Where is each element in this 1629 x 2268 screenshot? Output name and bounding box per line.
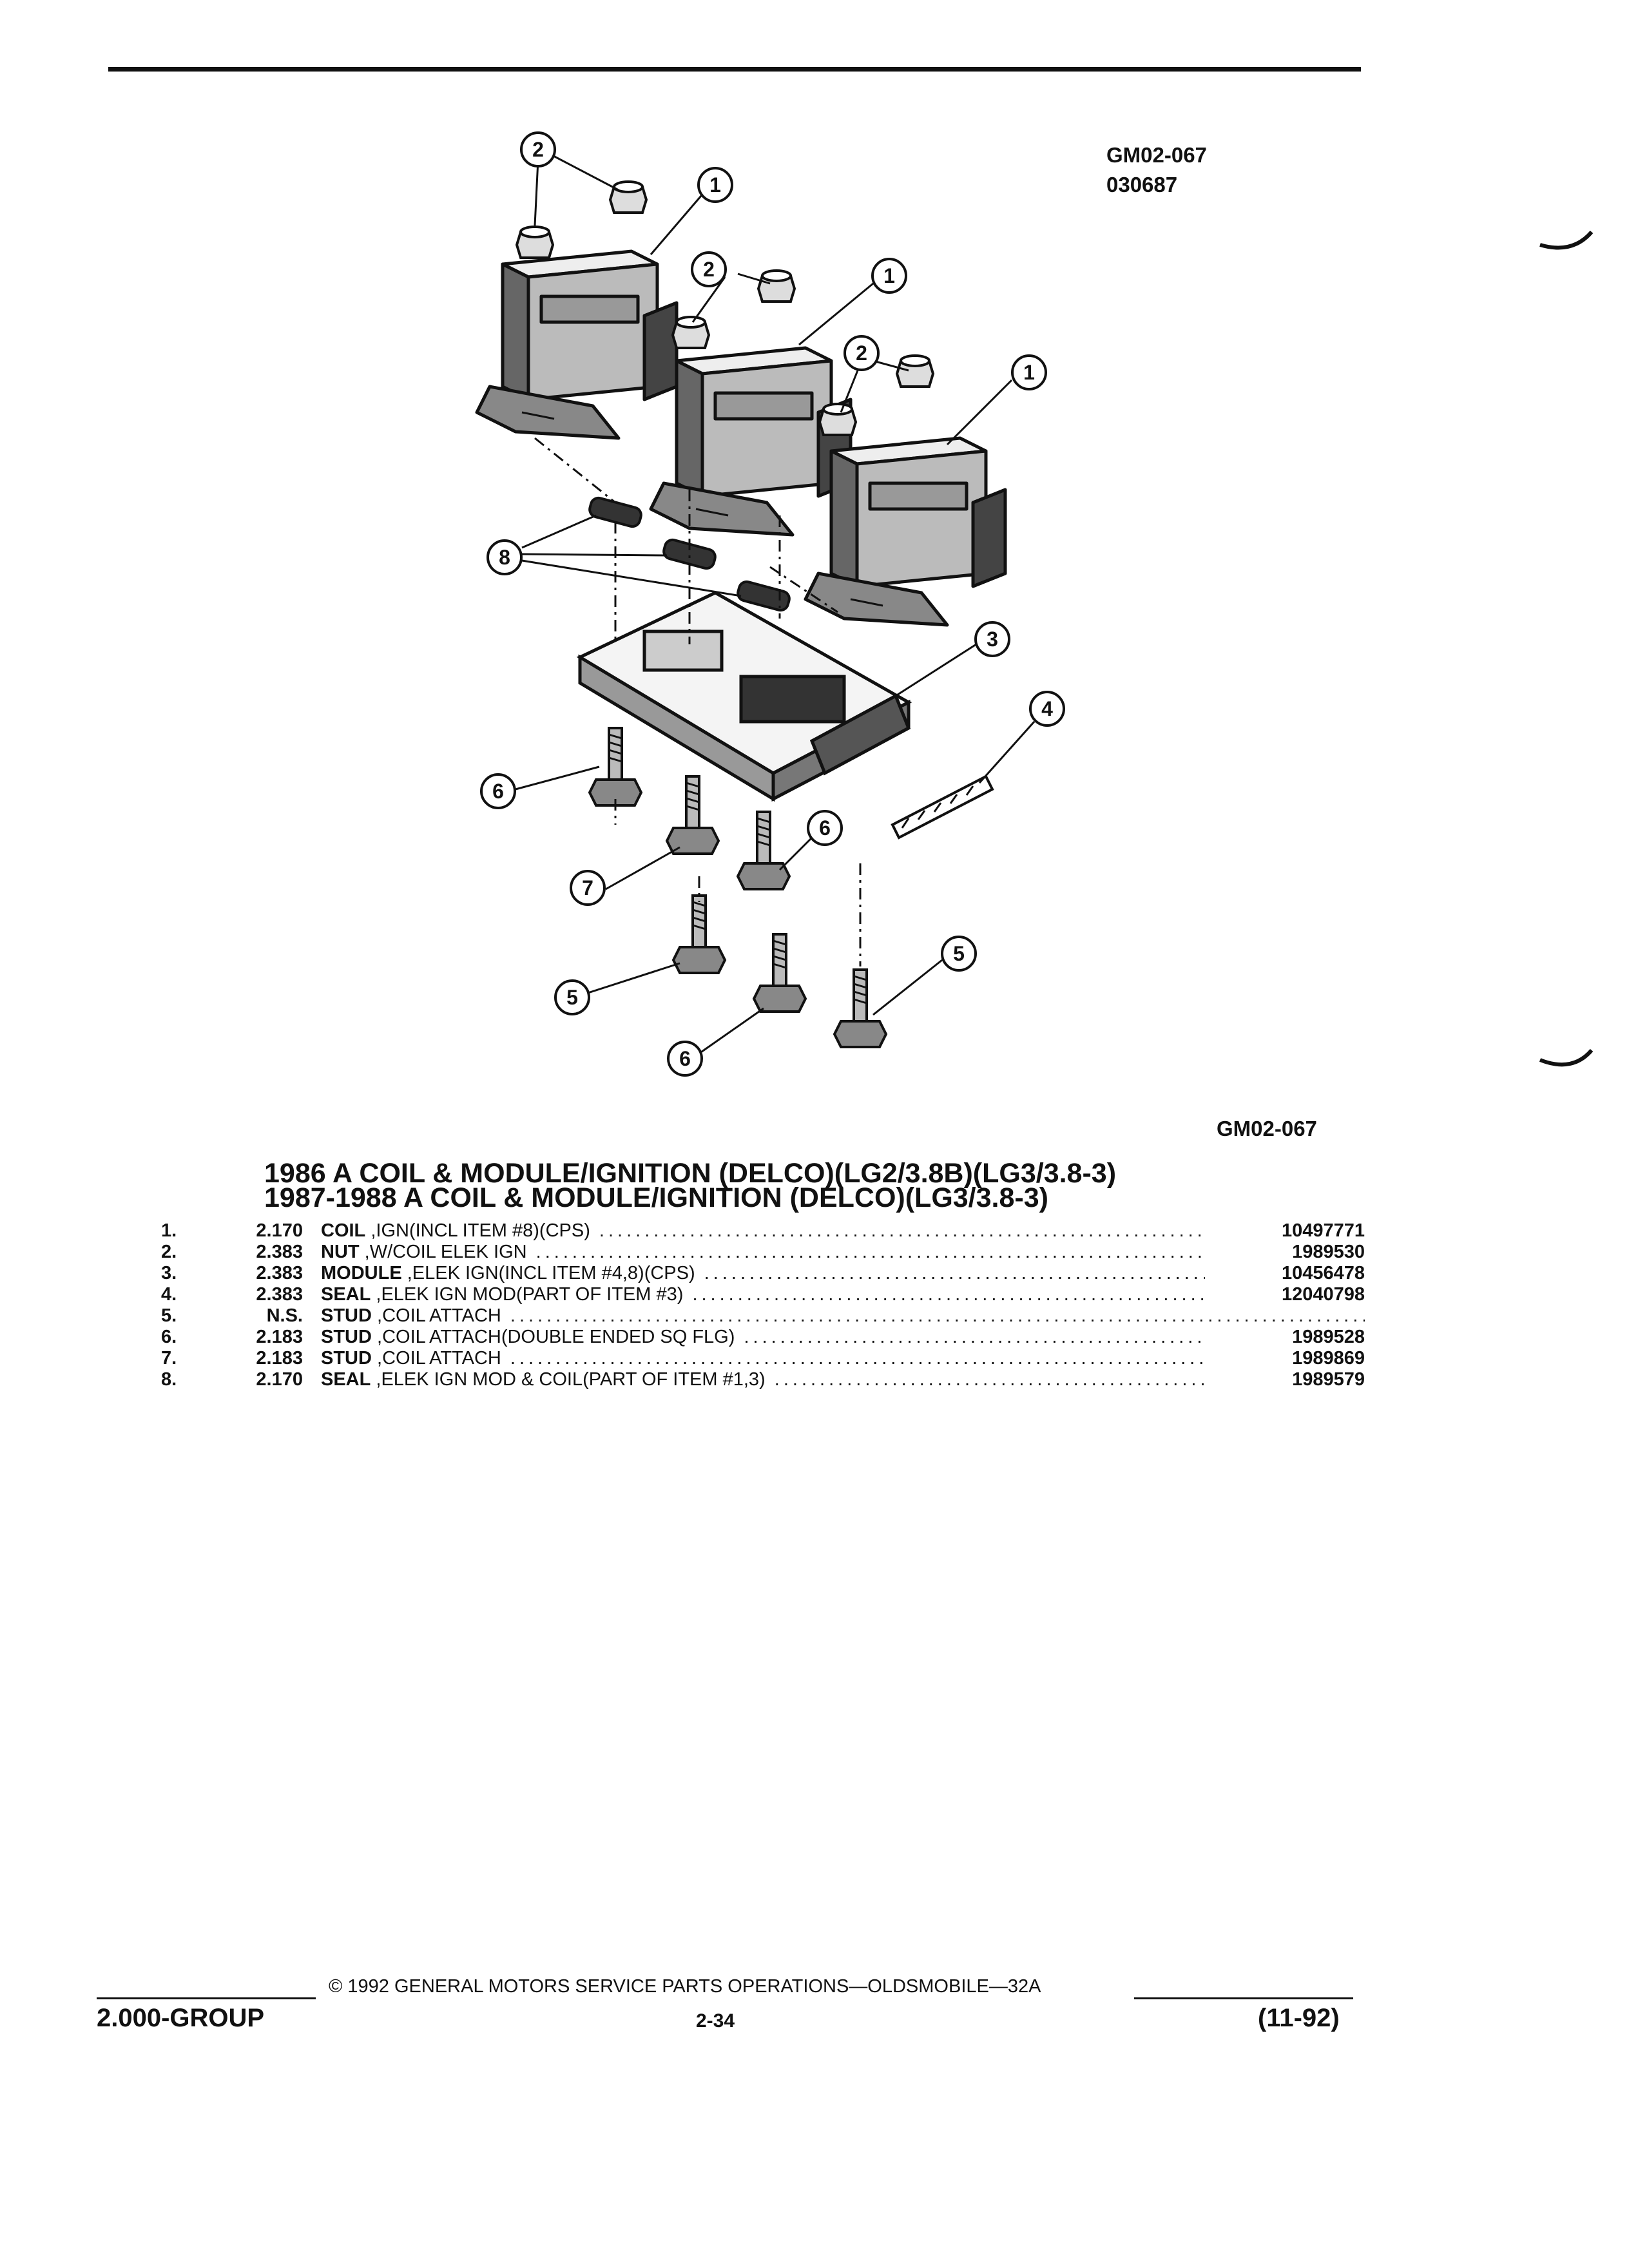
group-code: 2.383 <box>256 1242 303 1262</box>
figure-id: 030687 <box>1106 173 1178 197</box>
part-description: SEAL ,ELEK IGN MOD & COIL(PART OF ITEM #… <box>321 1369 1365 1390</box>
nut-illustration <box>609 180 648 214</box>
section-title: 1986 A COIL & MODULE/IGNITION (DELCO)(LG… <box>264 1158 1117 1189</box>
callout-label: 2 <box>532 138 544 161</box>
page-number: 2-34 <box>696 2010 735 2032</box>
part-name: NUT <box>321 1242 360 1262</box>
callout-label: 7 <box>582 876 593 899</box>
callout-label: 2 <box>856 341 867 365</box>
part-number: 1989579 <box>1205 1369 1365 1390</box>
item-number: 3. <box>161 1263 177 1283</box>
footer-rule <box>97 1997 316 1999</box>
figure-code-caption: GM02-067 <box>1217 1117 1317 1140</box>
exploded-parts-diagram: 2 1 2 1 2 1 8 3 4 6 6 7 5 5 6 <box>0 131 1594 1077</box>
part-detail: ,COIL ATTACH <box>377 1348 501 1369</box>
part-detail: ,COIL ATTACH(DOUBLE ENDED SQ FLG) <box>377 1327 735 1347</box>
item-number: 7. <box>161 1348 177 1369</box>
coil-illustration <box>477 251 677 438</box>
part-number: 1989530 <box>1205 1242 1365 1263</box>
callout-label: 4 <box>1041 697 1053 720</box>
nut-illustration <box>818 403 857 436</box>
header-rule <box>108 67 1361 72</box>
part-detail: ,IGN(INCL ITEM #8)(CPS) <box>371 1220 590 1241</box>
item-number: 8. <box>161 1369 177 1390</box>
callout-label: 6 <box>492 780 504 803</box>
parts-row: 8. 2.170 SEAL ,ELEK IGN MOD & COIL(PART OF… <box>161 1369 1365 1390</box>
footer-rule <box>1134 1997 1353 1999</box>
part-number: 10497771 <box>1205 1220 1365 1242</box>
connector-seal-illustration <box>891 774 994 840</box>
callout-label: 6 <box>819 816 831 840</box>
nut-illustration <box>516 226 554 259</box>
seal-illustration <box>588 496 791 612</box>
callout-label: 5 <box>566 986 578 1009</box>
stud-illustration <box>753 933 807 1013</box>
coil-illustration <box>651 348 851 535</box>
parts-row: 6. 2.183 STUD ,COIL ATTACH(DOUBLE ENDED SQ… <box>161 1327 1365 1348</box>
part-name: STUD <box>321 1305 372 1326</box>
item-number: 2. <box>161 1242 177 1262</box>
item-number: 5. <box>161 1305 177 1326</box>
item-number: 4. <box>161 1284 177 1305</box>
footer-group: 2.000-GROUP <box>97 2004 265 2032</box>
group-code: 2.383 <box>256 1284 303 1305</box>
page-edge-marks <box>1539 230 1594 1067</box>
nut-illustration <box>896 354 934 388</box>
alignment-lines <box>534 437 862 966</box>
item-number: 1. <box>161 1220 177 1241</box>
group-code: 2.183 <box>256 1348 303 1369</box>
part-name: SEAL <box>321 1284 371 1305</box>
part-name: SEAL <box>321 1369 371 1390</box>
nut-illustration <box>671 316 710 349</box>
stud-illustration <box>666 775 720 855</box>
group-code: 2.170 <box>256 1369 303 1390</box>
parts-row: 5. N.S. STUD ,COIL ATTACH ................… <box>161 1305 1365 1327</box>
group-code: 2.383 <box>256 1263 303 1283</box>
callout-label: 3 <box>987 628 998 651</box>
callout-label: 8 <box>499 546 510 569</box>
parts-list: 1. 2.170 COIL ,IGN(INCL ITEM #8)(CPS) ....… <box>161 1220 1365 1390</box>
callout-label: 6 <box>679 1047 691 1070</box>
part-detail: ,ELEK IGN MOD & COIL(PART OF ITEM #1,3) <box>376 1369 766 1390</box>
callout-label: 2 <box>703 258 715 281</box>
nut-illustration <box>757 269 796 303</box>
footer-copyright: © 1992 GENERAL MOTORS SERVICE PARTS OPER… <box>329 1976 1041 1997</box>
callout-label: 1 <box>709 173 721 197</box>
part-name: COIL <box>321 1220 366 1241</box>
part-detail: ,W/COIL ELEK IGN <box>364 1242 527 1262</box>
parts-row: 4. 2.383 SEAL ,ELEK IGN MOD(PART OF ITEM #… <box>161 1284 1365 1305</box>
part-number: 12040798 <box>1205 1284 1365 1305</box>
stud-illustration <box>737 811 791 890</box>
part-number: 10456478 <box>1205 1263 1365 1284</box>
part-detail: ,ELEK IGN MOD(PART OF ITEM #3) <box>376 1284 684 1305</box>
group-code: N.S. <box>266 1305 303 1326</box>
part-name: STUD <box>321 1348 372 1369</box>
figure-code: GM02-067 <box>1106 143 1207 167</box>
group-code: 2.183 <box>256 1327 303 1347</box>
group-code: 2.170 <box>256 1220 303 1241</box>
footer-date: (11-92) <box>1258 2004 1340 2032</box>
part-description: STUD ,COIL ATTACH ......................… <box>321 1305 1365 1327</box>
part-name: STUD <box>321 1327 372 1347</box>
part-number: 1989869 <box>1205 1348 1365 1369</box>
callout-label: 1 <box>883 264 895 287</box>
section-title: 1987-1988 A COIL & MODULE/IGNITION (DELC… <box>264 1182 1048 1213</box>
item-number: 6. <box>161 1327 177 1347</box>
part-detail: ,COIL ATTACH <box>377 1305 501 1326</box>
stud-illustration <box>833 968 887 1048</box>
part-name: MODULE <box>321 1263 402 1283</box>
leader-lines <box>515 153 1036 1055</box>
callout-label: 5 <box>953 942 965 965</box>
dot-leader: ........................................… <box>510 1305 1365 1326</box>
part-detail: ,ELEK IGN(INCL ITEM #4,8)(CPS) <box>407 1263 695 1283</box>
parts-row: 3. 2.383 MODULE ,ELEK IGN(INCL ITEM #4,8)(… <box>161 1263 1365 1284</box>
callout-label: 1 <box>1023 361 1035 384</box>
part-number: 1989528 <box>1205 1327 1365 1348</box>
stud-illustration <box>672 894 726 974</box>
coil-illustration <box>805 438 1005 625</box>
ignition-module-illustration <box>576 591 912 802</box>
